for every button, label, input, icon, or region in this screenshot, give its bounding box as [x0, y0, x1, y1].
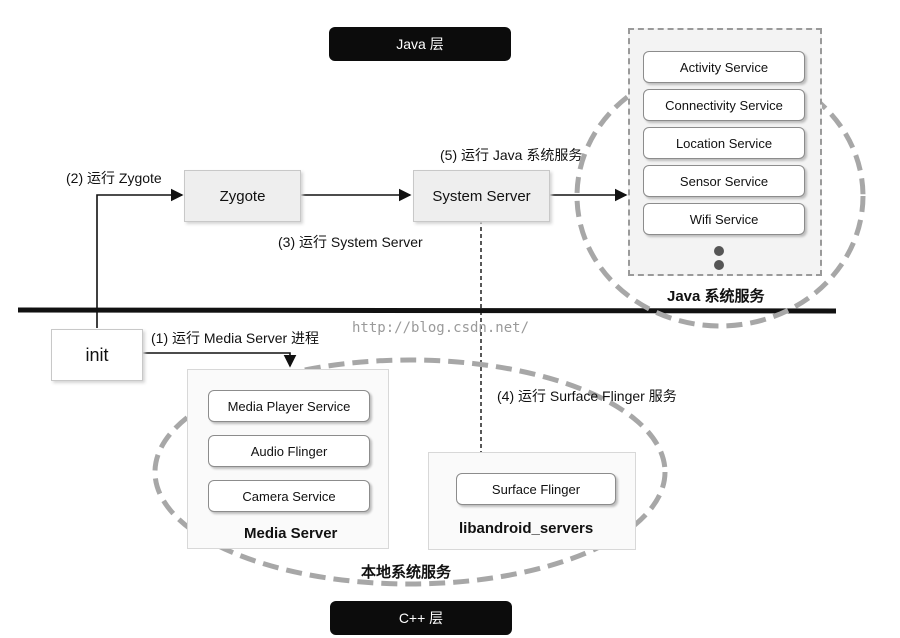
- step-run-zygote: (2) 运行 Zygote: [66, 170, 162, 186]
- more-dot-icon: [714, 246, 724, 256]
- zygote-node: Zygote: [184, 170, 301, 222]
- java-services-panel: Activity Service Connectivity Service Lo…: [628, 28, 822, 276]
- activity-service: Activity Service: [643, 51, 805, 83]
- native-services-ellipse: [152, 357, 668, 587]
- libandroid-servers-title: libandroid_servers: [459, 520, 594, 537]
- media-server-panel: Media Player Service Audio Flinger Camer…: [187, 369, 389, 549]
- java-services-ellipse: [574, 63, 866, 329]
- location-service: Location Service: [643, 127, 805, 159]
- java-services-title: Java 系统服务: [667, 288, 765, 305]
- sensor-service: Sensor Service: [643, 165, 805, 197]
- connectivity-service: Connectivity Service: [643, 89, 805, 121]
- libandroid-servers-panel: Surface Flinger libandroid_servers: [428, 452, 636, 550]
- java-layer-label: Java 层: [329, 27, 511, 61]
- init-to-media-server-arrow: [141, 352, 297, 368]
- step-run-system-server: (3) 运行 System Server: [278, 234, 423, 250]
- surface-flinger: Surface Flinger: [456, 473, 616, 505]
- native-services-title: 本地系统服务: [361, 564, 452, 581]
- init-node: init: [51, 329, 143, 381]
- audio-flinger: Audio Flinger: [208, 435, 370, 467]
- watermark: http://blog.csdn.net/: [352, 320, 530, 336]
- step-run-surface-flinger: (4) 运行 Surface Flinger 服务: [497, 388, 677, 404]
- wifi-service: Wifi Service: [643, 203, 805, 235]
- step-run-java-services: (5) 运行 Java 系统服务: [440, 147, 583, 163]
- camera-service: Camera Service: [208, 480, 370, 512]
- media-server-title: Media Server: [244, 525, 338, 542]
- layer-divider-line: [17, 307, 837, 314]
- cpp-layer-label: C++ 层: [330, 601, 512, 635]
- step-run-media-server: (1) 运行 Media Server 进程: [151, 330, 320, 346]
- media-player-service: Media Player Service: [208, 390, 370, 422]
- init-to-zygote-arrow: [96, 188, 184, 328]
- system-server-node: System Server: [413, 170, 550, 222]
- more-dot-icon: [714, 260, 724, 270]
